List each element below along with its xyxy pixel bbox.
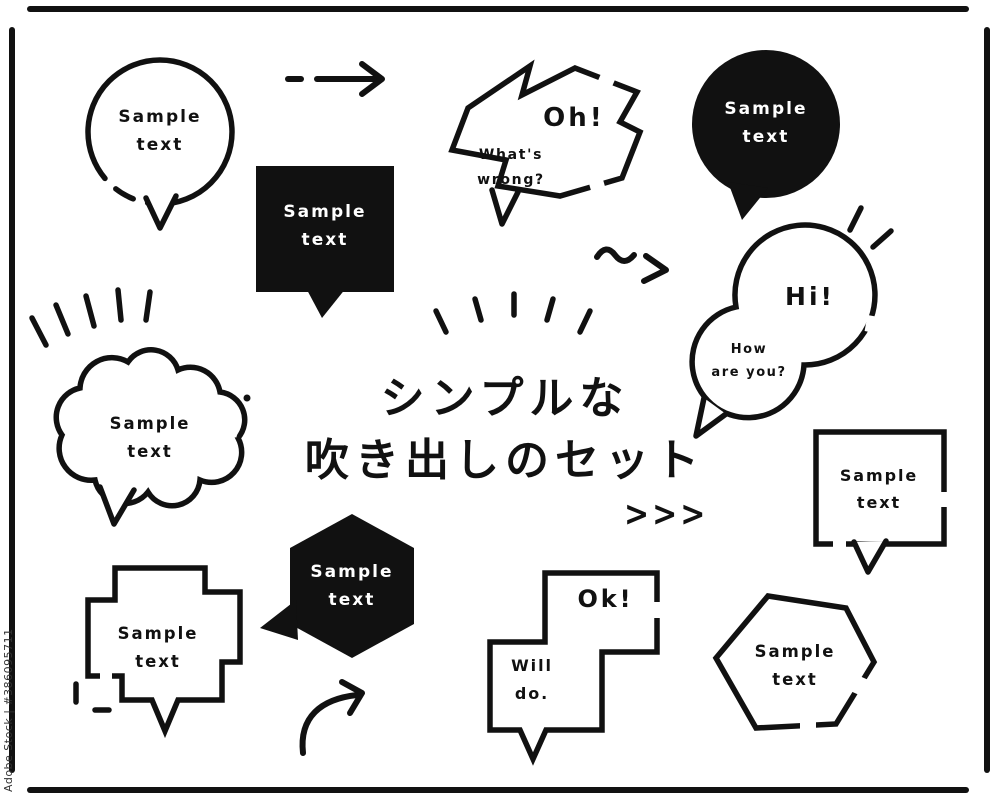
bubble-text-line: Will [511, 656, 553, 675]
stock-watermark: Adobe Stock | #386095711 [2, 628, 15, 792]
set-title-line2: 吹き出しのセット [305, 435, 705, 486]
bubble-text-line: Sample [724, 99, 808, 119]
black-hexagon-bubble-shape [260, 514, 414, 658]
bubble-text-line: Sample [118, 107, 202, 127]
bubble-text-line: Ok! [577, 585, 634, 613]
square-bubble-shape [813, 429, 950, 575]
ok-bubble-shape [487, 570, 663, 766]
bubble-text-line: Hi! [785, 282, 835, 311]
circle-bubble-text: Sample text [85, 103, 235, 159]
title-sparkles-icon [433, 291, 593, 335]
double-circle-bubble-shape [689, 222, 879, 439]
bubble-text-line: text [856, 493, 902, 512]
curved-arrow-icon [299, 679, 365, 756]
set-title-line1: シンプルな [380, 373, 630, 424]
bubble-text-line: wrong? [477, 172, 545, 188]
arrow-right-icon [285, 61, 385, 97]
square-bubble-text: Sample text [805, 462, 953, 516]
ok-bubble-text: Will do. [492, 652, 572, 708]
black-square-bubble-shape [256, 166, 394, 318]
bubble-text-line: text [127, 442, 173, 461]
bubble-text-line: Oh! [543, 103, 605, 133]
border-frame [9, 6, 990, 793]
zigzag-bubble-headline: Oh! [524, 103, 624, 133]
bubble-text-line: Sample [754, 642, 836, 661]
bubble-text-line: How [730, 342, 768, 357]
stepped-bubble-shape [73, 565, 243, 739]
hi-sparkles-icon [847, 205, 894, 250]
hexagon-bubble-text: Sample text [722, 638, 868, 694]
black-square-bubble-text: Sample text [255, 198, 395, 254]
zigzag-bubble-text: What's wrong? [455, 143, 567, 193]
bubble-text-line: Sample [310, 562, 394, 582]
bubble-text-line: text [742, 127, 790, 147]
black-circle-bubble-shape [692, 50, 840, 220]
bubble-text-line: text [136, 135, 184, 155]
black-circle-bubble-text: Sample text [691, 95, 841, 151]
dash-dot-accent [73, 681, 112, 713]
bubble-text-line: text [301, 230, 349, 250]
double-circle-bubble-text: How are you? [698, 338, 800, 384]
squiggle-arrow-icon [594, 246, 669, 284]
bubble-text-line: do. [514, 684, 550, 703]
bubble-text-line: What's [478, 147, 544, 163]
bubble-text-line: Sample [117, 624, 199, 643]
double-circle-bubble-headline: Hi! [770, 282, 850, 312]
bubble-text-line: are you? [711, 365, 787, 380]
bubble-text-line: text [328, 590, 376, 610]
zigzag-bubble-shape [448, 59, 644, 227]
bubble-text-line: Sample [839, 466, 919, 485]
black-hexagon-bubble-text: Sample text [282, 558, 422, 614]
hexagon-bubble-shape [712, 593, 878, 732]
ok-bubble-headline: Ok! [558, 584, 653, 614]
bubble-text-line: Sample [283, 202, 367, 222]
triple-chevron-icon: >>> [624, 494, 709, 535]
bubble-text-line: text [135, 652, 181, 671]
bubble-text-line: Sample [109, 414, 191, 433]
cloud-bubble-shape [53, 347, 251, 527]
bubble-text-line: text [772, 670, 818, 689]
stepped-bubble-text: Sample text [88, 620, 228, 676]
cloud-bubble-text: Sample text [75, 410, 225, 466]
burst-lines-icon [29, 287, 153, 348]
circle-bubble-shape [85, 57, 235, 231]
